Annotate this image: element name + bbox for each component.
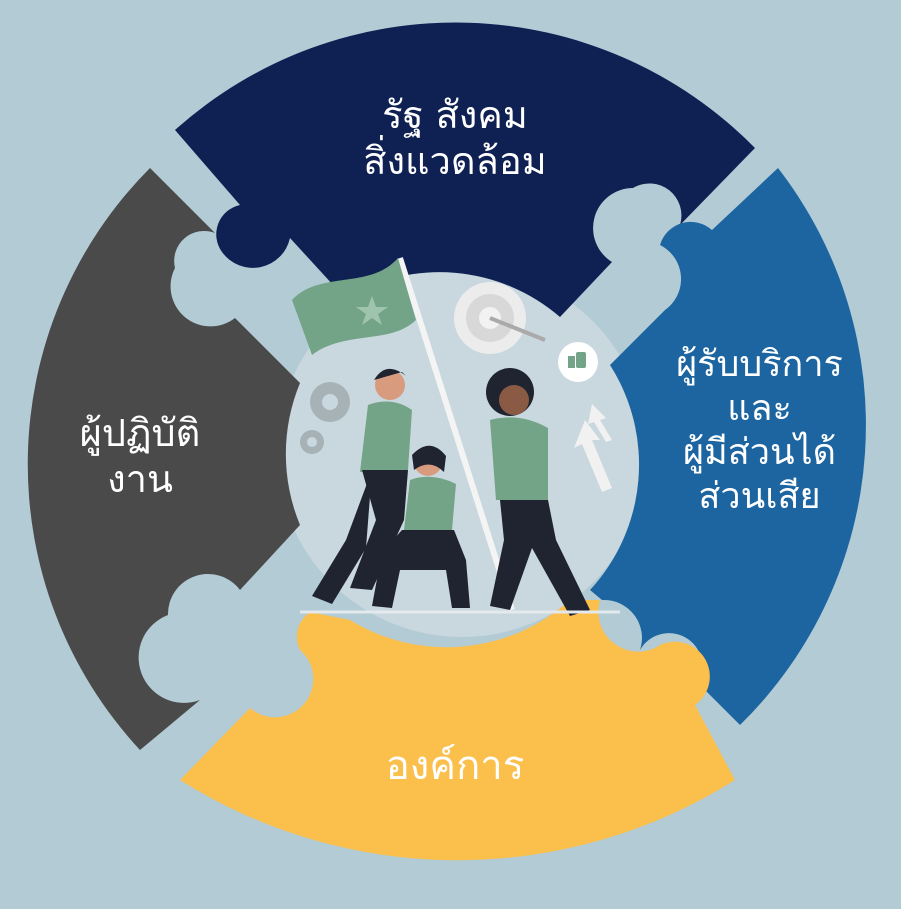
label-top-line-1: รัฐ สังคม (382, 93, 528, 137)
label-bottom-line-1: องค์การ (385, 743, 525, 789)
person-standing (312, 368, 412, 604)
person-afro (486, 368, 590, 616)
label-left-line-1: ผู้ปฏิบัติ (79, 411, 201, 455)
label-right-piece: ผู้รับบริการ และ ผู้มีส่วนได้ ส่วนเสีย (632, 343, 887, 519)
thumbs-up-icon (558, 342, 598, 382)
label-right-line-2: และ (727, 387, 792, 429)
label-bottom-piece: องค์การ (320, 742, 590, 791)
puzzle-piece-top (175, 22, 755, 317)
label-right-line-4: ส่วนเสีย (698, 475, 821, 517)
label-right-line-1: ผู้รับบริการ (676, 344, 843, 385)
label-top-line-2: สิ่งแวดล้อม (363, 139, 547, 184)
label-top-piece: รัฐ สังคม สิ่งแวดล้อม (300, 92, 610, 185)
gear-icon (300, 382, 350, 454)
puzzle-piece-right (590, 168, 866, 725)
star-icon (356, 296, 388, 325)
team-flag-illustration (292, 257, 620, 616)
target-icon (454, 282, 546, 354)
label-left-line-2: งาน (107, 457, 173, 502)
puzzle-piece-bottom (180, 600, 735, 861)
flag-pole (397, 257, 515, 611)
label-right-line-3: ผู้มีส่วนได้ (682, 431, 837, 473)
label-left-piece: ผู้ปฏิบัติ งาน (35, 410, 245, 503)
flag (292, 258, 416, 355)
puzzle-piece-left (27, 168, 301, 750)
person-kneeling (372, 445, 470, 608)
arrow-up-icon (574, 404, 612, 492)
